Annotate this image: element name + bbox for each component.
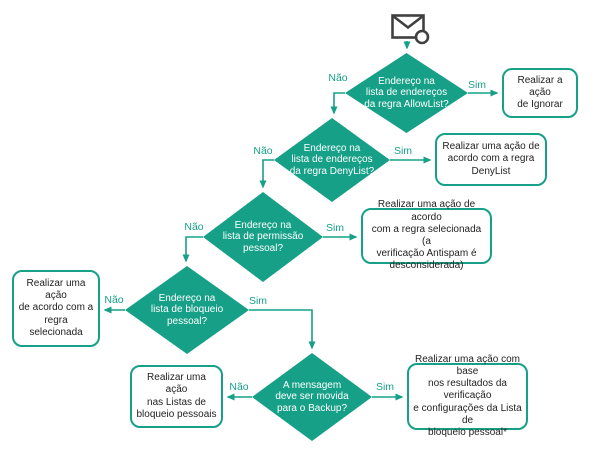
edge-label-yes-allowlist: Sim: [467, 79, 487, 91]
action-personal-blocklists: Realizar uma ação nas Listas de bloqueio…: [130, 365, 223, 428]
decision-label: Endereço na lista de endereços da regra …: [364, 76, 449, 110]
decision-label: Endereço na lista de bloqueio pessoal?: [150, 293, 224, 327]
action-ignore: Realizar a ação de Ignorar: [502, 68, 578, 118]
action-denylist-rule: Realizar uma ação de acordo com a regra …: [435, 133, 547, 186]
decision-personal-allowlist: Endereço na lista de permissão pessoal?: [203, 192, 323, 282]
action-personal-blocklist-results: Realizar uma ação com base nos resultado…: [407, 354, 528, 438]
decision-label: A mensagem deve ser movida para o Backup…: [275, 380, 349, 414]
decision-label: Endereço na lista de permissão pessoal?: [222, 220, 304, 254]
action-selected-rule-antispam-skipped: Realizar uma ação de acordo com a regra …: [361, 199, 492, 271]
decision-allowlist: Endereço na lista de endereços da regra …: [345, 53, 468, 133]
email-message-icon: [389, 12, 435, 53]
edge-label-no-personal-allowlist: Não: [184, 221, 204, 233]
edge-label-yes-personal-allowlist: Sim: [325, 222, 345, 234]
edge-label-no-denylist: Não: [253, 145, 273, 157]
decision-personal-blocklist: Endereço na lista de bloqueio pessoal?: [125, 266, 249, 354]
decision-denylist: Endereço na lista de endereços da regra …: [274, 118, 390, 202]
edge-label-no-personal-blocklist: Não: [104, 294, 124, 306]
edge-label-yes-personal-blocklist: Sim: [248, 295, 268, 307]
edge-label-no-backup: Não: [229, 381, 249, 393]
edge-label-yes-denylist: Sim: [393, 145, 413, 157]
action-selected-rule: Realizar uma ação de acordo com a regra …: [12, 270, 100, 347]
decision-label: Endereço na lista de endereços da regra …: [289, 143, 375, 177]
edge-label-yes-backup: Sim: [375, 381, 395, 393]
decision-move-to-backup: A mensagem deve ser movida para o Backup…: [252, 353, 372, 441]
edge-label-no-allowlist: Não: [328, 72, 348, 84]
